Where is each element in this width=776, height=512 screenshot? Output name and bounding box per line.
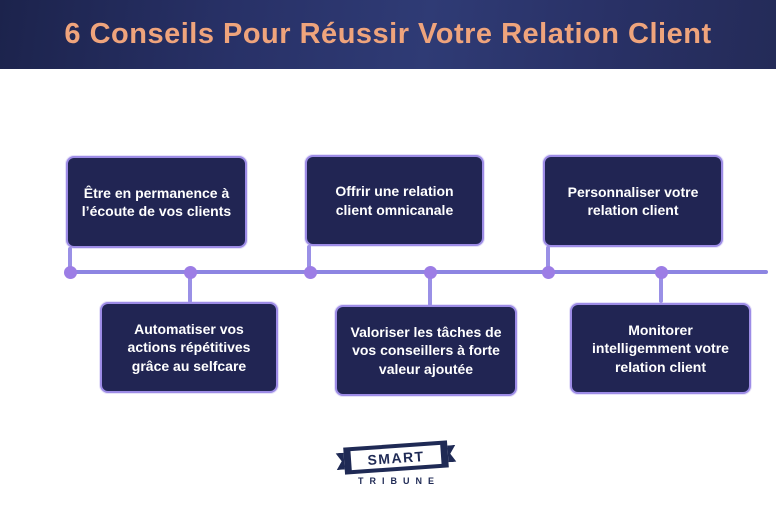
smart-tribune-logo: SMART TRIBUNE xyxy=(336,440,456,486)
tip-label-3: Personnaliser votre relation client xyxy=(567,183,699,218)
timeline-dot-4 xyxy=(424,266,437,279)
timeline-dot-5 xyxy=(542,266,555,279)
tip-box-4: Automatiser vos actions répétitives grâc… xyxy=(100,302,278,393)
connector-tip-1 xyxy=(68,247,72,272)
tip-box-2: Offrir une relation client omnicanale xyxy=(305,155,484,246)
logo-sub-text: TRIBUNE xyxy=(358,476,440,486)
connector-tip-3 xyxy=(546,246,550,272)
tip-label-6: Monitorer intelligemment votre relation … xyxy=(592,322,729,375)
connector-tip-4 xyxy=(188,272,192,303)
timeline-dot-3 xyxy=(304,266,317,279)
tip-label-4: Automatiser vos actions répétitives grâc… xyxy=(127,321,251,374)
ribbon-banner: SMART xyxy=(343,440,449,475)
tip-box-3: Personnaliser votre relation client xyxy=(543,155,723,247)
tip-label-1: Être en permanence à l’écoute de vos cli… xyxy=(81,184,232,219)
page-title: 6 Conseils Pour Réussir Votre Relation C… xyxy=(64,18,712,50)
tip-box-6: Monitorer intelligemment votre relation … xyxy=(570,303,751,394)
timeline-dot-1 xyxy=(64,266,77,279)
header-banner: 6 Conseils Pour Réussir Votre Relation C… xyxy=(0,0,776,69)
tip-label-2: Offrir une relation client omnicanale xyxy=(335,183,454,218)
connector-tip-2 xyxy=(307,245,311,272)
ribbon-band: SMART xyxy=(343,440,449,475)
connector-tip-5 xyxy=(428,272,432,306)
tip-box-5: Valoriser les tâches de vos conseillers … xyxy=(335,305,517,396)
timeline-dot-6 xyxy=(655,266,668,279)
tip-label-5: Valoriser les tâches de vos conseillers … xyxy=(350,324,502,377)
logo-brand-text: SMART xyxy=(366,447,426,468)
timeline-line xyxy=(68,270,768,274)
timeline-dot-2 xyxy=(184,266,197,279)
connector-tip-6 xyxy=(659,272,663,303)
tip-box-1: Être en permanence à l’écoute de vos cli… xyxy=(66,156,247,248)
